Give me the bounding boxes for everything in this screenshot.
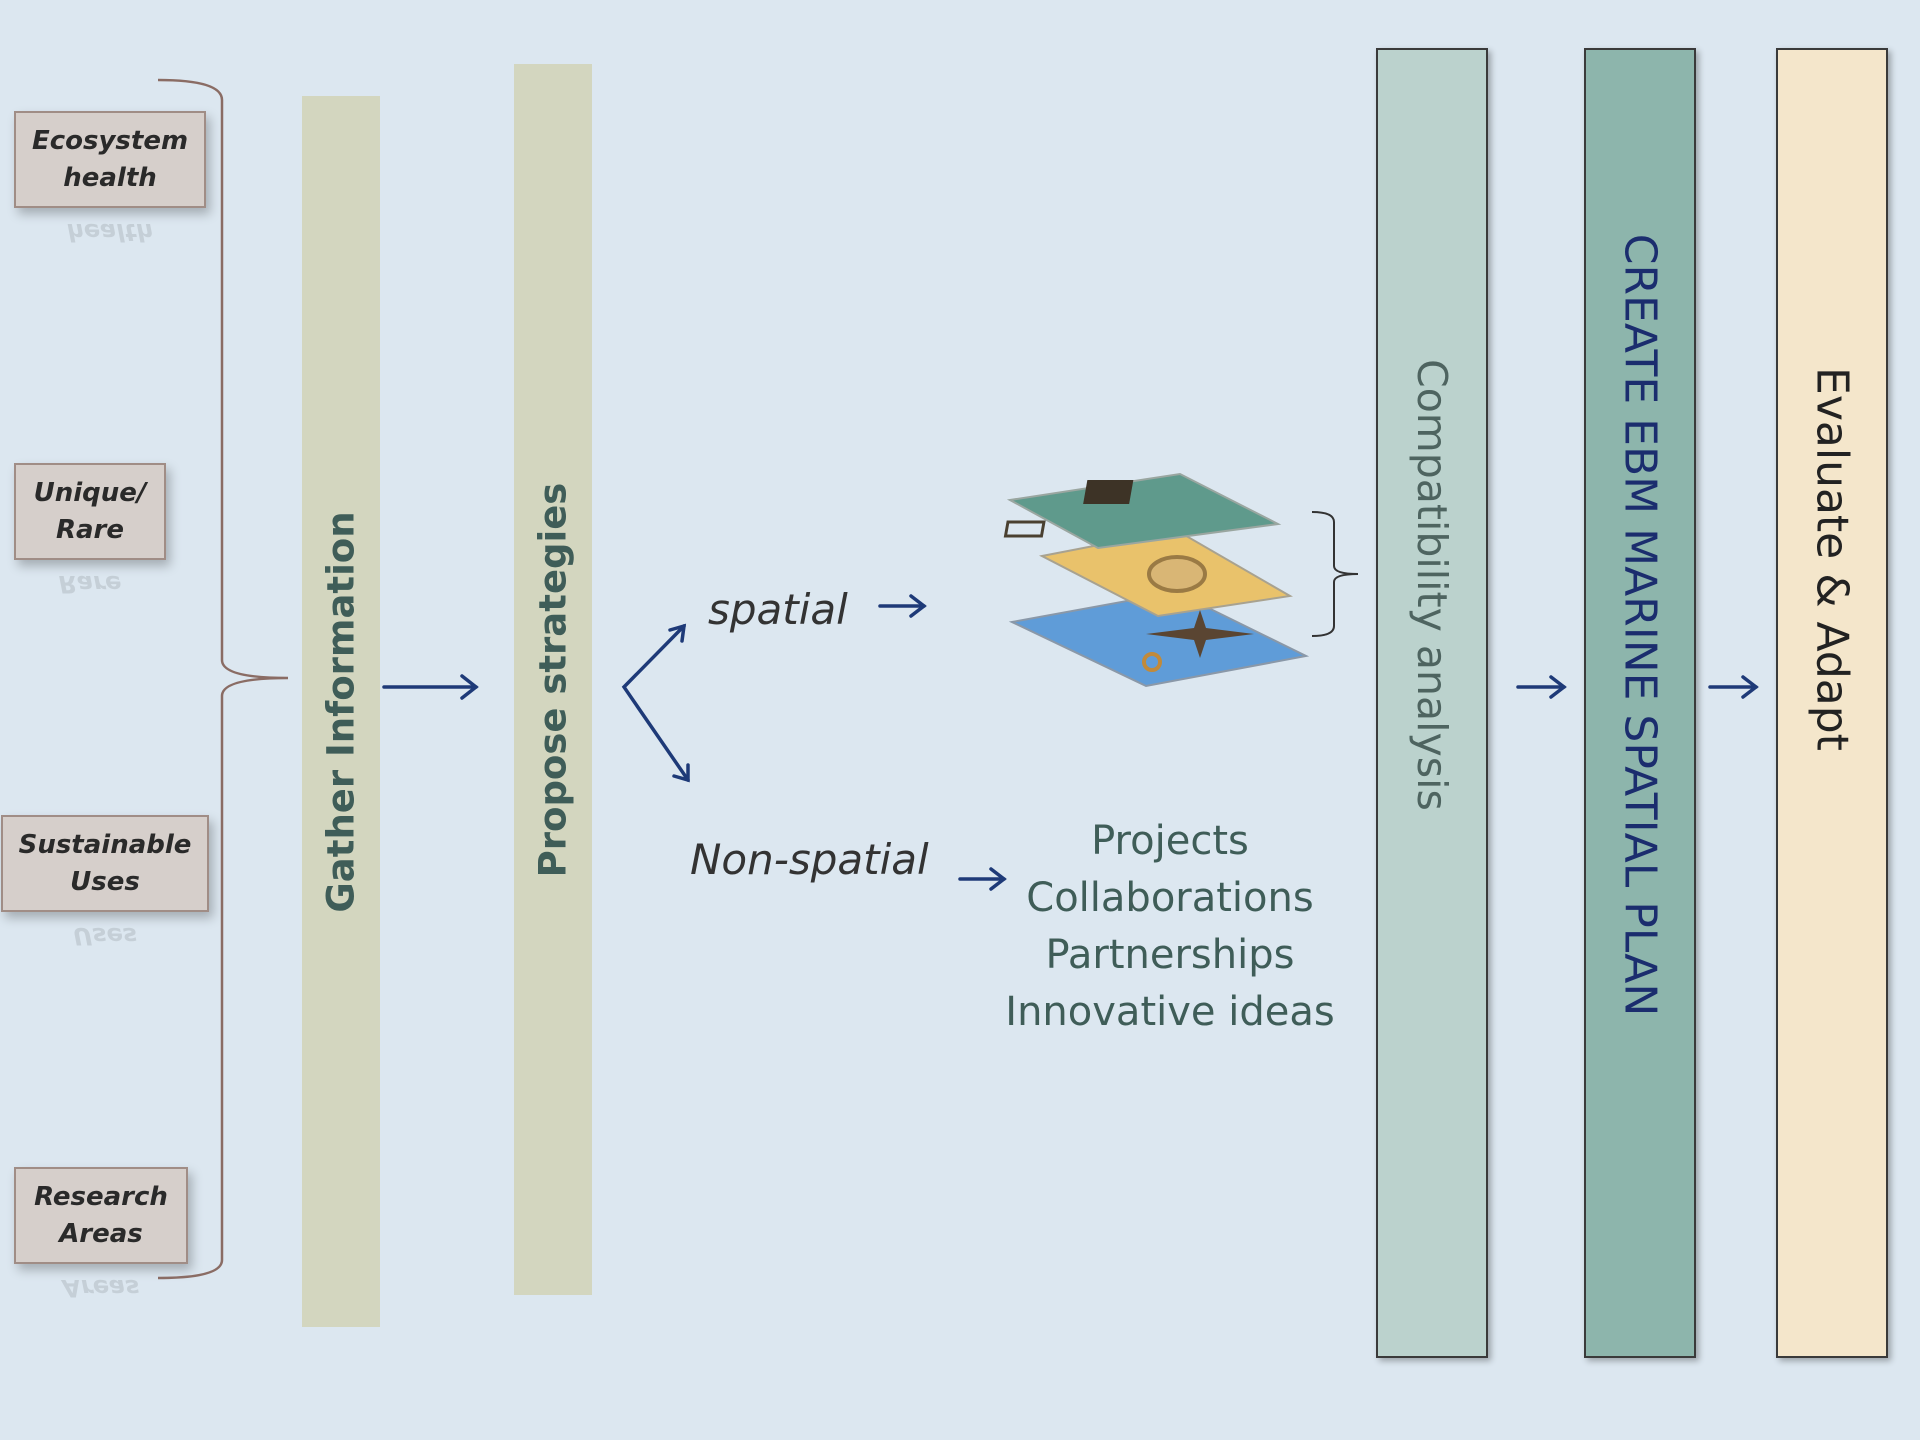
arrow-icon [1516, 675, 1567, 699]
list-item: Collaborations [1026, 875, 1314, 921]
input-label-line1: Ecosystem [31, 125, 189, 156]
input-label-line2: health [63, 162, 157, 193]
propose-strategies-bar: Propose strategies [514, 64, 592, 1295]
non-spatial-items: Projects Collaborations Partnerships Inn… [985, 813, 1355, 1041]
input-label-line2: Areas [59, 1218, 143, 1249]
brace-icon [1311, 511, 1359, 637]
input-label-line1: Unique/ [33, 477, 147, 508]
input-label-line1: Sustainable [18, 829, 192, 860]
arrow-icon [958, 867, 1007, 891]
input-box-ecosystem-health: Ecosystem health [14, 111, 206, 208]
list-item: Innovative ideas [1005, 989, 1335, 1035]
list-item: Partnerships [1045, 932, 1295, 978]
input-label-line2: Uses [70, 866, 140, 897]
arrow-icon [621, 623, 690, 783]
arrow-icon [1708, 675, 1759, 699]
map-layers-icon [1003, 472, 1310, 688]
evaluate-adapt-bar: Evaluate & Adapt [1776, 48, 1888, 1358]
arrow-icon [382, 674, 479, 700]
non-spatial-label: Non-spatial [690, 835, 929, 884]
spatial-label: spatial [708, 585, 848, 634]
input-label-line1: Research [34, 1181, 168, 1212]
gather-information-bar: Gather Information [302, 96, 380, 1327]
circle-marker-icon [1142, 652, 1162, 672]
star-marker-icon [1146, 610, 1254, 658]
input-label-line2: Rare [55, 514, 124, 545]
arrow-icon [878, 594, 927, 618]
list-item: Projects [1091, 818, 1249, 864]
brace-icon [157, 78, 289, 1280]
input-box-unique-rare: Unique/Rare [14, 463, 166, 560]
compatibility-analysis-bar: Compatibility analysis [1376, 48, 1488, 1358]
create-ebm-plan-bar: CREATE EBM MARINE SPATIAL PLAN [1584, 48, 1696, 1358]
